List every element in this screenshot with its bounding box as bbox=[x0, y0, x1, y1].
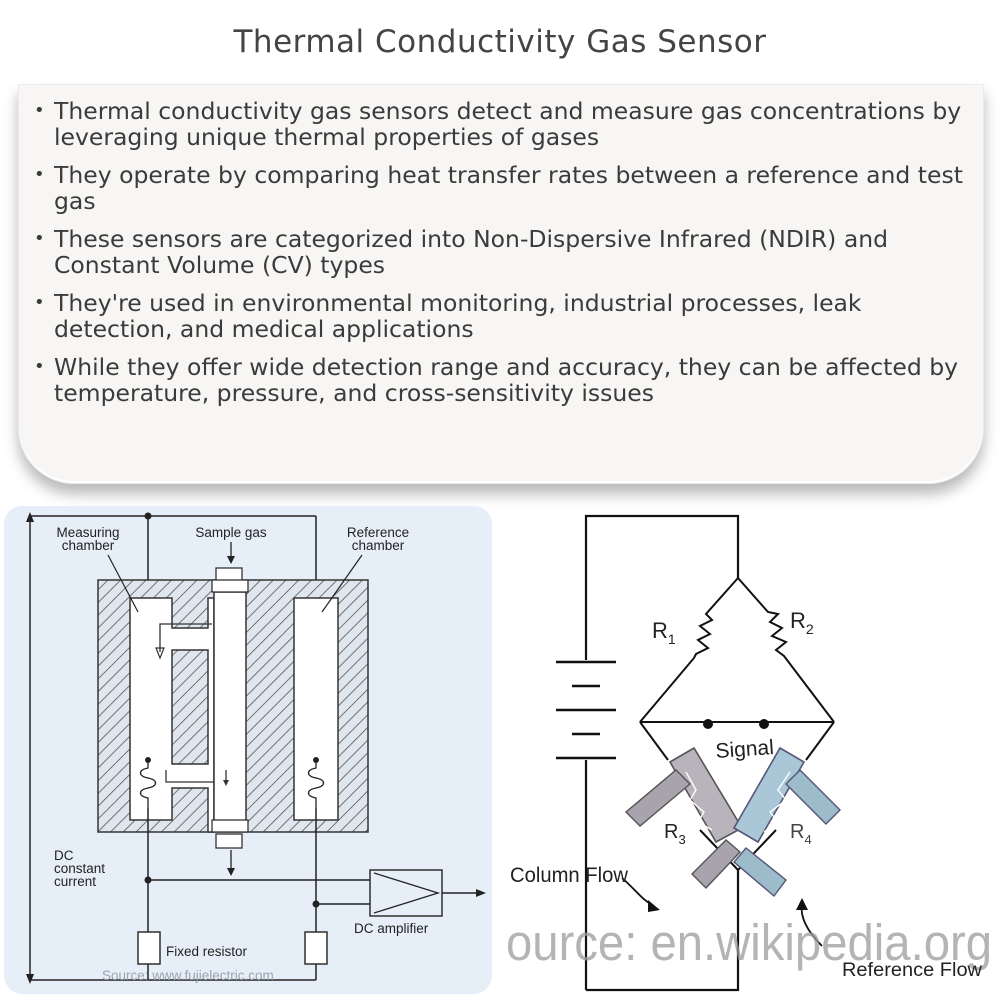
bullet-item: They operate by comparing heat transfer … bbox=[34, 162, 974, 214]
summary-card bbox=[18, 84, 984, 484]
column-flow-label: Column Flow bbox=[510, 864, 629, 887]
reference-chamber bbox=[293, 597, 339, 821]
reference-chamber-label: chamber bbox=[352, 538, 405, 553]
reference-flow-label: Reference Flow bbox=[842, 960, 982, 981]
resistor-r2 bbox=[737, 577, 835, 723]
resistor-r1 bbox=[639, 577, 739, 723]
fixed-resistor-label: Fixed resistor bbox=[166, 944, 248, 959]
dc-current-label: current bbox=[54, 874, 96, 889]
bullet-item: Thermal conductivity gas sensors detect … bbox=[34, 98, 974, 150]
sample-gas-label: Sample gas bbox=[195, 525, 267, 540]
measuring-filament bbox=[139, 760, 157, 808]
measuring-chamber-label: chamber bbox=[62, 538, 115, 553]
bullet-item: They're used in environmental monitoring… bbox=[34, 290, 974, 342]
r1-label: R1 bbox=[652, 618, 676, 647]
bullet-list: Thermal conductivity gas sensors detect … bbox=[34, 98, 974, 418]
source-credit: Source: www.fujielectric.com bbox=[102, 968, 274, 983]
page-title: Thermal Conductivity Gas Sensor bbox=[233, 24, 767, 60]
reference-chamber-label: Reference bbox=[347, 525, 409, 540]
r2-label: R2 bbox=[790, 608, 814, 637]
arrow-up-icon bbox=[26, 512, 34, 522]
dc-amplifier-label: DC amplifier bbox=[354, 921, 429, 936]
arrow-down-icon bbox=[26, 974, 34, 984]
bullet-item: While they offer wide detection range an… bbox=[34, 354, 974, 406]
r3-label: R3 bbox=[664, 821, 686, 847]
source-watermark: ource: en.wikipedia.org bbox=[506, 914, 992, 971]
signal-label: Signal bbox=[715, 736, 775, 763]
signal-terminal bbox=[759, 719, 769, 729]
measuring-chamber-label: Measuring bbox=[56, 525, 119, 540]
reference-filament bbox=[307, 760, 325, 808]
dc-current-label: DC bbox=[54, 848, 74, 863]
signal-terminal bbox=[703, 719, 713, 729]
dc-current-label: constant bbox=[54, 861, 105, 876]
resistor-r3 bbox=[624, 746, 744, 890]
r4-label: R4 bbox=[790, 821, 812, 847]
resistor-r4 bbox=[732, 746, 841, 898]
bridge-wire bbox=[584, 514, 740, 660]
fixed-resistor-1 bbox=[137, 931, 161, 965]
bullet-item: These sensors are categorized into Non-D… bbox=[34, 226, 974, 278]
